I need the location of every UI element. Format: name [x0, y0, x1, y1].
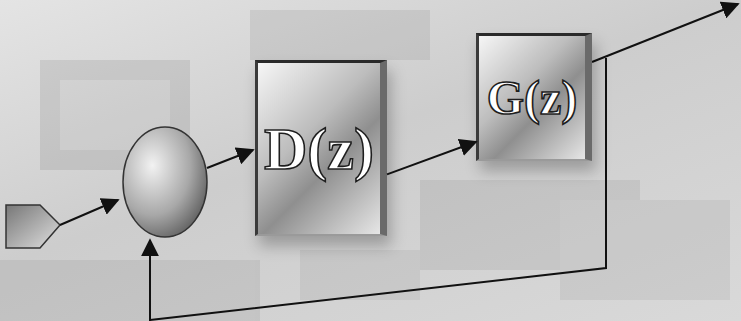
output-arrow	[592, 4, 738, 62]
input-arrow	[60, 200, 118, 225]
block-box: D(z)	[255, 60, 387, 236]
feedback-arrow	[149, 240, 151, 321]
transfer-function-label: G(z)	[487, 74, 578, 122]
transfer-function-label: D(z)	[264, 119, 374, 179]
feedback-line	[150, 58, 606, 320]
summing-junction	[123, 127, 207, 237]
signal-arrow	[207, 150, 253, 168]
block-box: G(z)	[476, 33, 592, 161]
faint-background-photo	[0, 10, 730, 321]
signal-connector	[387, 142, 476, 175]
input-source-symbol	[6, 205, 60, 248]
